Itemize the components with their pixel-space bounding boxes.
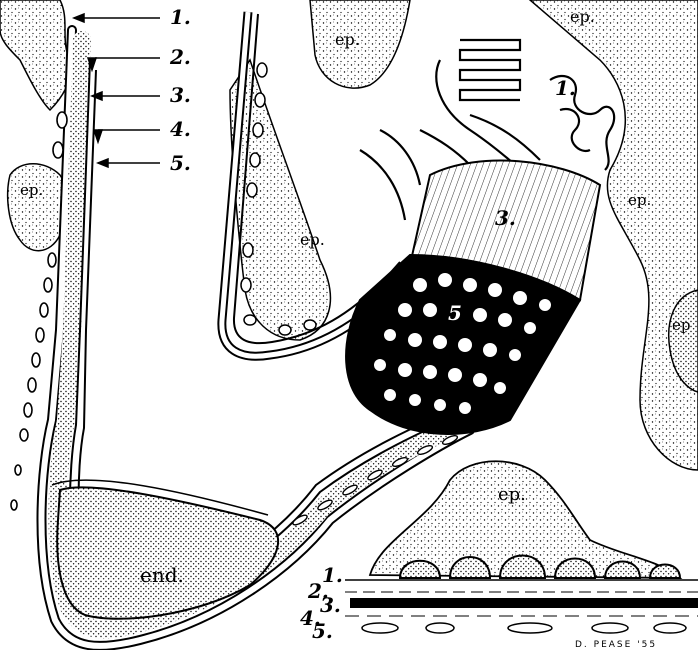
ep-cell-left-outer xyxy=(8,164,68,251)
ep-cell-top-right xyxy=(310,0,410,88)
layer-label-5: 5. xyxy=(312,619,333,643)
ep-label-right-edge: ep xyxy=(672,316,690,334)
leader-label-4: 4. xyxy=(170,117,191,141)
layer-inset xyxy=(345,580,698,633)
artist-signature: D. PEASE '55 xyxy=(575,640,657,650)
ep-label-top-right: ep. xyxy=(570,7,595,26)
lamina-densa-band xyxy=(350,598,698,608)
ep-cell-top-left-fragment xyxy=(0,0,71,110)
ep-label-left-outer: ep. xyxy=(20,181,43,199)
leader-label-3: 3. xyxy=(170,83,191,107)
ep-label-right-upper: ep. xyxy=(628,191,651,209)
leader-label-5: 5. xyxy=(170,151,191,175)
fenestrated-endothelium-label: 5 xyxy=(448,301,462,325)
layer-label-3: 3. xyxy=(320,593,341,617)
endothelial-cell-label: end. xyxy=(140,563,184,587)
ep-label-middle: ep. xyxy=(300,230,325,249)
ep-label-bottom: ep. xyxy=(498,484,526,505)
basement-membrane-label: 3. xyxy=(495,206,516,230)
leader-label-2: 2. xyxy=(169,45,191,69)
ep-label-top-left: ep. xyxy=(335,30,360,49)
leader-label-1: 1. xyxy=(170,5,191,29)
endothelium-beads xyxy=(362,623,686,633)
foot-process-label: 1. xyxy=(555,76,576,100)
ep-cell-middle xyxy=(230,60,330,340)
